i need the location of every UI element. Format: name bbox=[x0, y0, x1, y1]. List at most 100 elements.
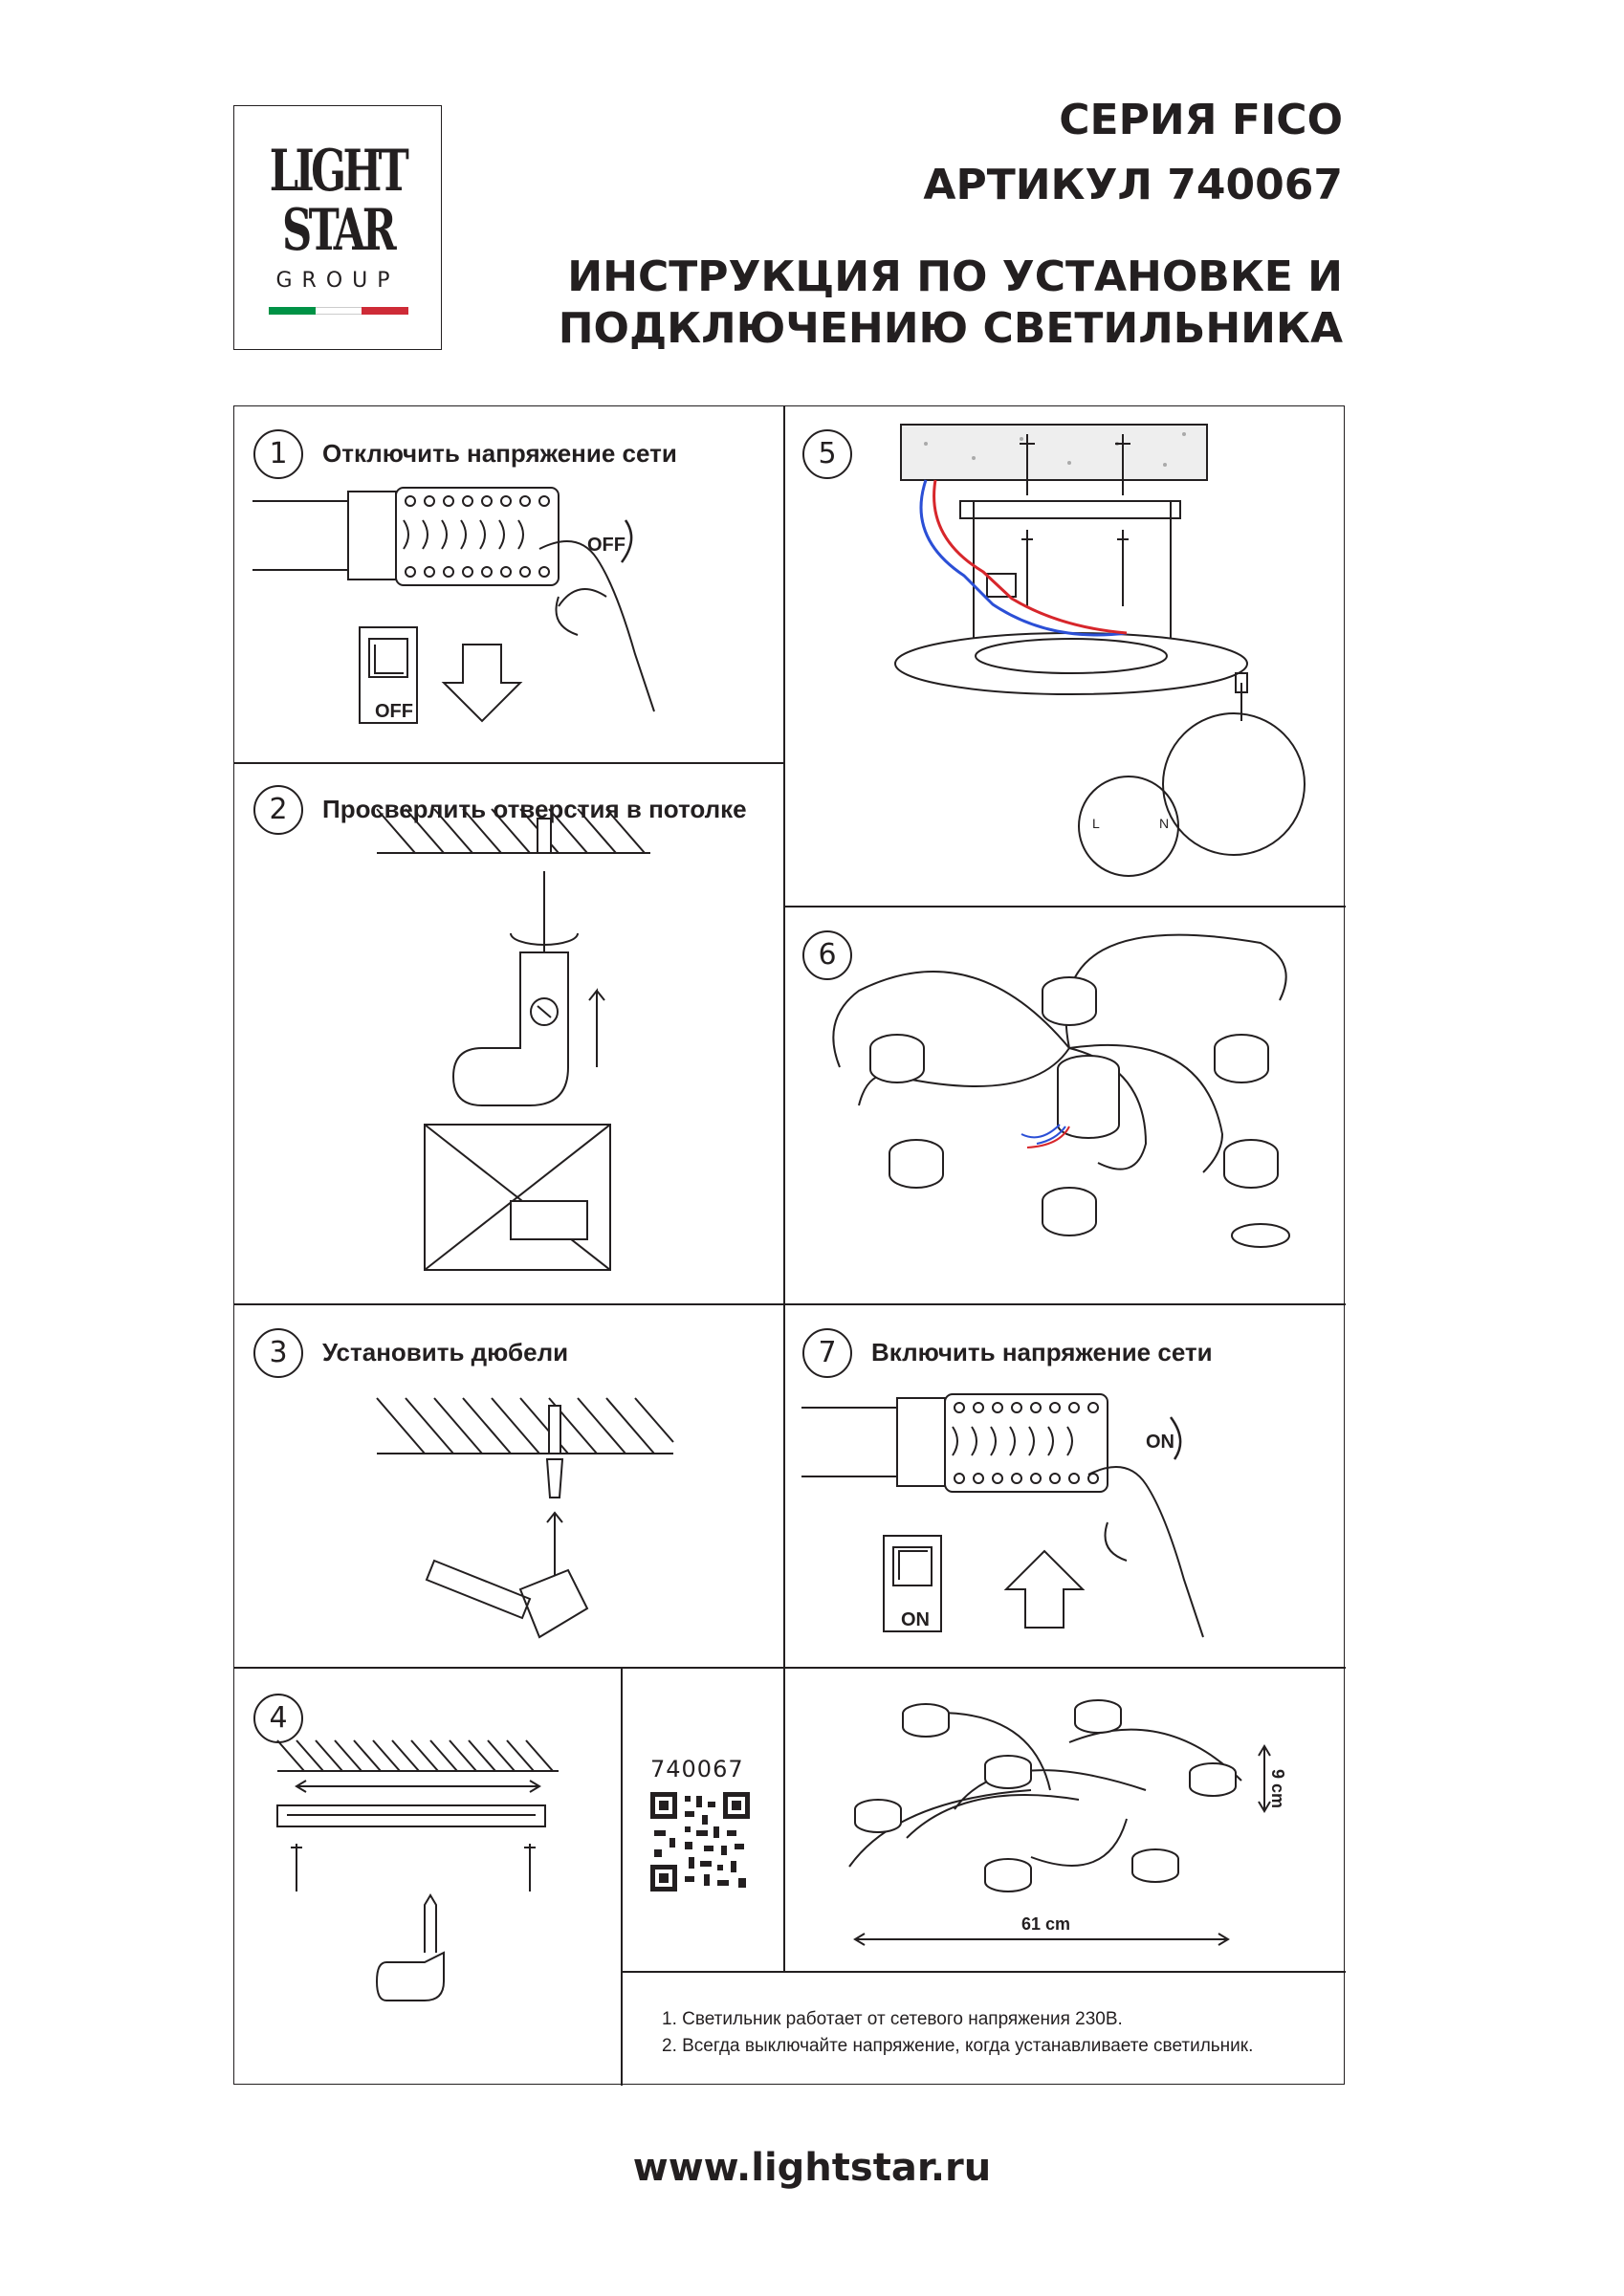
canopy-cylinder bbox=[973, 501, 1172, 664]
divider-vertical-4 bbox=[621, 1667, 623, 2086]
off-text-hand: OFF bbox=[587, 535, 625, 556]
long-screw-b bbox=[1117, 530, 1129, 606]
up-arrow bbox=[588, 988, 605, 1067]
step6-illustration bbox=[832, 933, 1290, 1248]
canopy-6 bbox=[1057, 1055, 1120, 1139]
safety-notes: 1. Светильник работает от сетевого напря… bbox=[662, 2006, 1253, 2060]
mounting-plate bbox=[276, 1804, 546, 1827]
drill-chuck-screw bbox=[530, 997, 559, 1026]
wires-6 bbox=[1020, 1124, 1066, 1145]
on-text-hand: ON bbox=[1146, 1432, 1174, 1453]
divider-h-1 bbox=[234, 762, 783, 764]
logo-line-1: LIGHT bbox=[269, 138, 409, 205]
breaker-body bbox=[347, 491, 397, 580]
up-arrow-7 bbox=[1003, 1549, 1086, 1629]
screw-right bbox=[524, 1844, 536, 1891]
article-code: 740067 bbox=[650, 1756, 744, 1782]
step1-illustration: OFF OFF bbox=[252, 487, 655, 724]
step5-illustration: L N bbox=[894, 424, 1306, 877]
instruction-grid: 1 Отключить напряжение сети 2 Просверлит… bbox=[233, 405, 1346, 2086]
step-3-number: 3 bbox=[253, 1328, 303, 1378]
divider-notes bbox=[621, 1971, 1346, 1973]
terminal-label-l: L bbox=[1092, 816, 1100, 831]
wrong-drill-box bbox=[424, 1124, 611, 1271]
width-dimension: 61 cm bbox=[1021, 1914, 1070, 1934]
step4-illustration bbox=[276, 1739, 559, 2001]
ceiling-hatch-3 bbox=[376, 1397, 674, 1454]
flag-green bbox=[269, 307, 316, 315]
step-7-number: 7 bbox=[802, 1328, 852, 1378]
dowel bbox=[545, 1458, 564, 1498]
arm-3 bbox=[1068, 1044, 1224, 1173]
qr-code bbox=[650, 1792, 750, 1891]
arm-1 bbox=[832, 971, 1070, 1068]
series-title: СЕРИЯ FICO bbox=[1059, 96, 1343, 144]
step7-illustration: ON ON bbox=[801, 1393, 1204, 1638]
ceiling-concrete bbox=[900, 424, 1208, 481]
step-1-number: 1 bbox=[253, 429, 303, 479]
dimensions-illustration: 61 cm 9 cm bbox=[848, 1699, 1287, 1946]
arm-4 bbox=[858, 1047, 1070, 1106]
rotation-arrow bbox=[510, 932, 579, 946]
arm-2 bbox=[1064, 933, 1287, 1049]
off-arrow bbox=[620, 519, 633, 563]
step-5-number: 5 bbox=[802, 429, 852, 479]
logo-line-2: STAR bbox=[281, 197, 397, 264]
brand-logo: LIGHT STAR GROUP bbox=[233, 105, 442, 350]
on-text-icon: ON bbox=[901, 1609, 930, 1630]
flag-white bbox=[315, 307, 362, 315]
height-dimension: 9 cm bbox=[1268, 1769, 1287, 1808]
hand-outline-7 bbox=[1087, 1466, 1204, 1638]
down-arrow bbox=[441, 644, 523, 723]
screwdriver bbox=[375, 1893, 445, 2001]
step-2-number: 2 bbox=[253, 785, 303, 835]
step-6-number: 6 bbox=[802, 930, 852, 980]
loose-shade bbox=[1231, 1223, 1290, 1248]
article-title: АРТИКУЛ 740067 bbox=[923, 161, 1343, 209]
screw-b bbox=[1115, 434, 1130, 495]
step2-illustration bbox=[376, 808, 650, 1271]
screw-left bbox=[291, 1844, 302, 1891]
screwdriver-5 bbox=[1235, 672, 1248, 721]
hand-outline bbox=[538, 540, 655, 712]
step-7-label: Включить напряжение сети bbox=[871, 1338, 1213, 1367]
note-2: 2. Всегда выключайте напряжение, когда у… bbox=[662, 2036, 1254, 2056]
website-url: www.lightstar.ru bbox=[632, 2146, 992, 2190]
ceiling-hatch bbox=[376, 808, 650, 854]
step3-illustration bbox=[376, 1397, 674, 1639]
instruction-title-line-2: ПОДКЛЮЧЕНИЮ СВЕТИЛЬНИКА bbox=[558, 304, 1343, 353]
breaker-terminals bbox=[405, 495, 550, 578]
off-switch-icon-box bbox=[359, 626, 418, 724]
wire-blue bbox=[919, 479, 1128, 637]
note-1: 1. Светильник работает от сетевого напря… bbox=[662, 2009, 1123, 2029]
step-2-label: Просверлить отверстия в потолке bbox=[322, 795, 747, 823]
divider-vertical-main bbox=[783, 406, 785, 1971]
off-text-icon: OFF bbox=[375, 701, 413, 722]
shades bbox=[869, 976, 1279, 1236]
zoom-circle-large bbox=[1162, 712, 1306, 856]
drill-body bbox=[451, 951, 569, 1106]
breaker-terminals-7 bbox=[954, 1402, 1099, 1484]
on-switch-icon-box bbox=[883, 1535, 942, 1632]
wire-red bbox=[933, 479, 1128, 635]
hammer bbox=[425, 1559, 589, 1639]
flag-red bbox=[362, 307, 409, 315]
step-1-label: Отключить напряжение сети bbox=[322, 439, 677, 468]
ceiling-hatch-4 bbox=[276, 1739, 559, 1772]
divider-h-5 bbox=[783, 906, 1346, 907]
divider-h-3 bbox=[234, 1667, 1346, 1669]
divider-h-2 bbox=[234, 1303, 1346, 1305]
long-screw-a bbox=[1021, 530, 1033, 606]
drill-hole bbox=[537, 818, 552, 854]
italian-flag-stripe bbox=[269, 307, 409, 315]
logo-line-3: GROUP bbox=[275, 269, 400, 293]
terminal-label-n: N bbox=[1159, 816, 1169, 831]
canopy-base bbox=[894, 632, 1248, 695]
dim-shades bbox=[854, 1699, 1237, 1892]
mounting-bar bbox=[959, 500, 1181, 519]
instruction-title-line-1: ИНСТРУКЦИЯ ПО УСТАНОВКЕ И bbox=[567, 252, 1343, 301]
on-arrow bbox=[1169, 1416, 1182, 1460]
step-3-label: Установить дюбели bbox=[322, 1338, 569, 1367]
terminal-block bbox=[986, 573, 1017, 598]
zoom-circle-small bbox=[1078, 776, 1179, 877]
